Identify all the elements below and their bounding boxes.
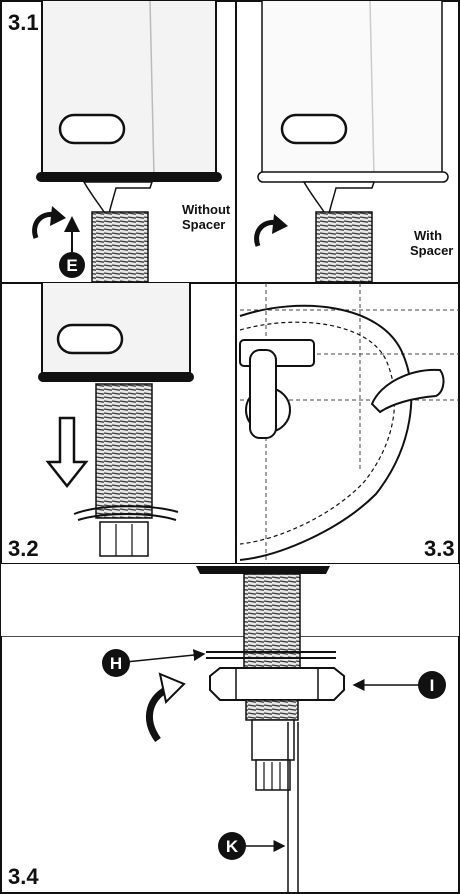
callout-h-badge	[102, 649, 130, 677]
spout-base-ring	[36, 172, 222, 182]
faucet-spout-body	[41, 1, 217, 179]
step-3-1-label: 3.1	[8, 10, 39, 35]
callout-e: E	[66, 256, 77, 275]
with-spacer-label-line2: Spacer	[410, 243, 453, 258]
down-arrow-icon	[45, 416, 89, 489]
rotate-arrow-icon	[32, 206, 66, 239]
rotate-arrow-icon	[254, 214, 288, 247]
mounting-base	[196, 566, 330, 574]
callout-i: I	[430, 676, 435, 695]
panel-3-3: 3.3	[239, 283, 459, 564]
spout-slot	[58, 113, 126, 145]
sink-bowl-outline	[239, 304, 413, 561]
panel-3-1-with-spacer: With Spacer	[254, 0, 453, 283]
with-spacer-label-line1: With	[414, 228, 442, 243]
callout-i-badge	[418, 671, 446, 699]
faucet-handle	[370, 368, 445, 414]
step-3-2-label: 3.2	[8, 536, 39, 561]
threaded-shank	[95, 383, 153, 519]
callout-k-badge	[218, 832, 246, 860]
panel-3-4: H I K 3.4	[1, 564, 459, 894]
panel-3-2: 3.2	[8, 283, 194, 561]
step-3-4-label: 3.4	[8, 864, 39, 889]
threaded-shank	[91, 211, 149, 283]
callout-k: K	[226, 837, 239, 856]
panel-3-1-without-spacer: E Without Spacer 3.1	[8, 0, 231, 283]
callout-h: H	[110, 654, 122, 673]
without-spacer-label-line1: Without	[182, 202, 231, 217]
rotate-arrow-icon	[146, 672, 186, 743]
spacer-ring	[257, 171, 449, 183]
mounting-nut	[209, 667, 345, 701]
step-3-3-label: 3.3	[424, 536, 455, 561]
without-spacer-label-line2: Spacer	[182, 217, 225, 232]
callout-e-badge	[59, 252, 85, 278]
